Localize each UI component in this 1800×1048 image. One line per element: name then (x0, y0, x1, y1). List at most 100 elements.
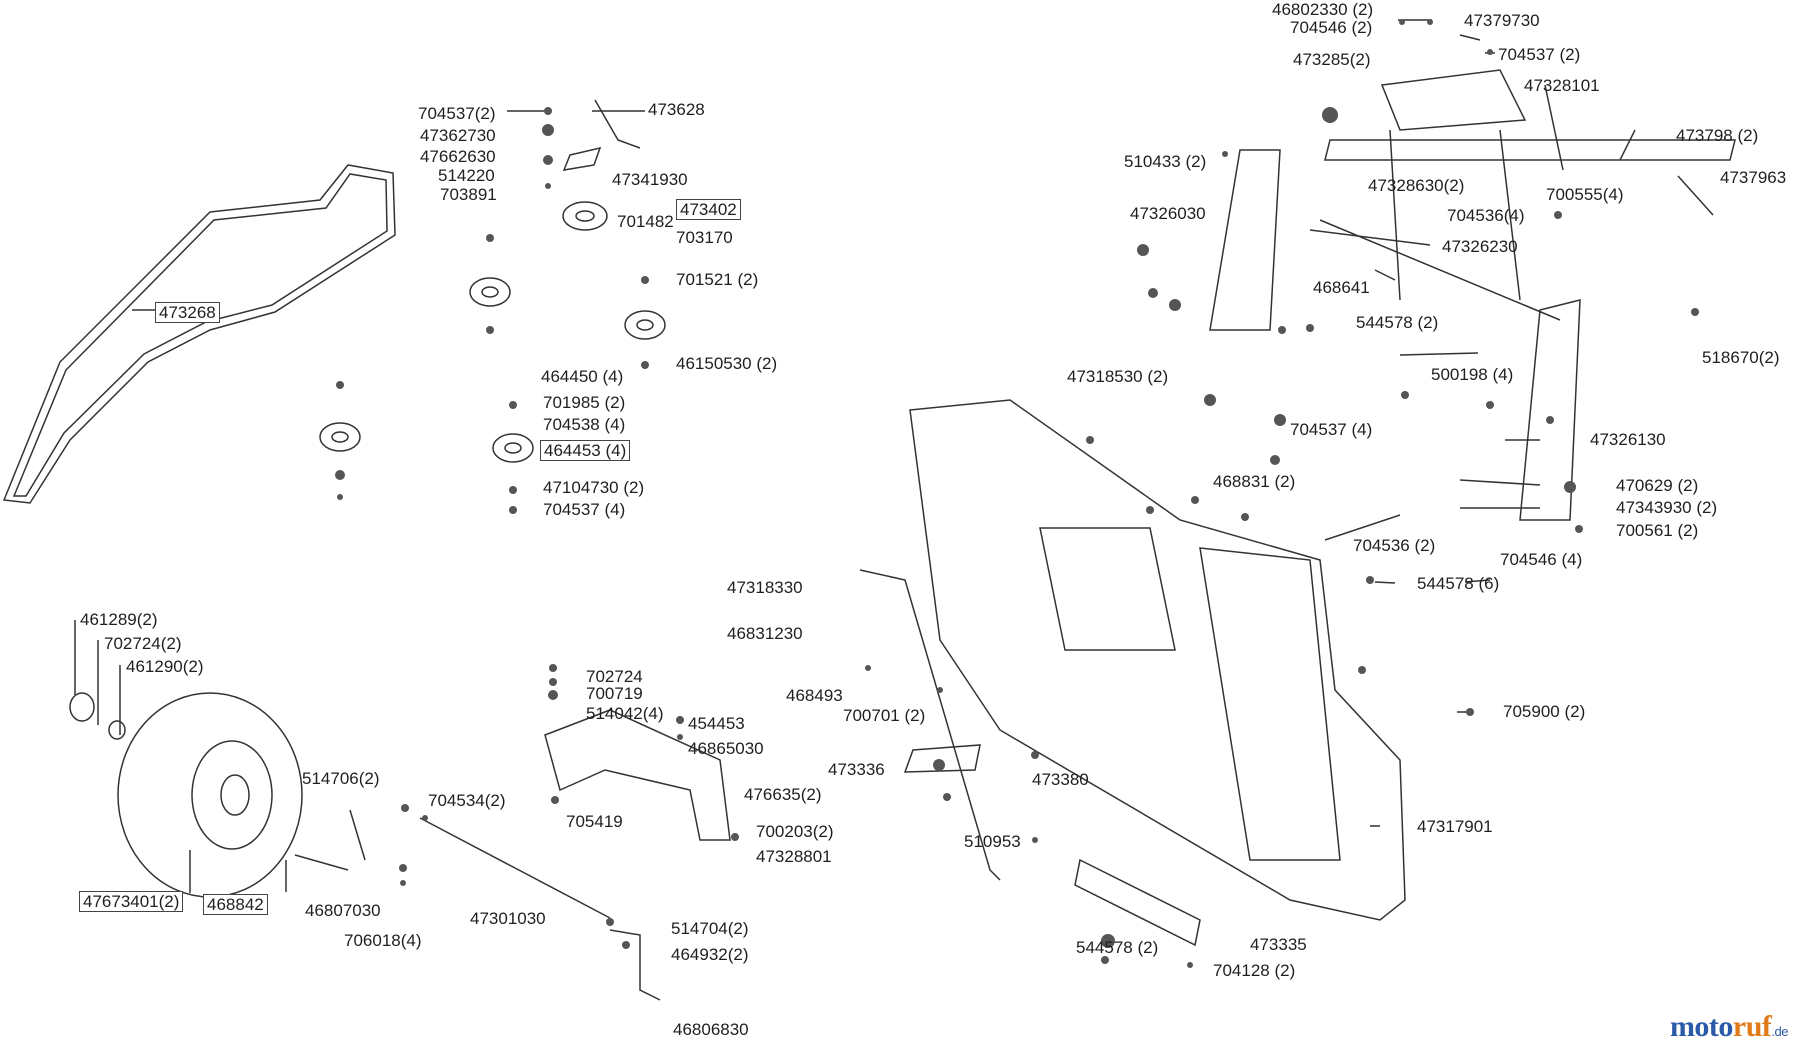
part-label: 518670(2) (1702, 348, 1780, 367)
tie-rod (419, 817, 611, 919)
part-label: 510433 (2) (1124, 152, 1207, 171)
axle-pin (294, 809, 366, 871)
part-label: 705419 (566, 812, 623, 831)
part-label: 514706(2) (302, 769, 380, 788)
lift-rod (859, 569, 1001, 881)
part-label: 47301030 (470, 909, 546, 928)
part-label: 704537 (4) (543, 500, 626, 519)
idler-pulley (492, 433, 534, 463)
part-label: 47662630 (420, 147, 496, 166)
part-label: 473380 (1032, 770, 1089, 789)
part-label: 47328630(2) (1368, 176, 1465, 195)
part-label: 47317901 (1417, 817, 1493, 836)
part-label: 476635(2) (744, 785, 822, 804)
part-label: 700561 (2) (1616, 521, 1699, 540)
lift-bracket (903, 744, 981, 773)
part-label: 702724 (586, 667, 643, 686)
part-label: 46865030 (688, 739, 764, 758)
part-label-boxed: 468842 (203, 894, 268, 915)
part-label: 544578 (6) (1417, 574, 1500, 593)
idler-arm (562, 146, 602, 171)
part-label: 704536(4) (1447, 206, 1525, 225)
part-label: 700701 (2) (843, 706, 926, 725)
part-label: 473335 (1250, 935, 1307, 954)
spindle (609, 929, 661, 1001)
part-label: 47104730 (2) (543, 478, 645, 497)
part-label: 473628 (648, 100, 705, 119)
handle-crossbar (1324, 139, 1736, 161)
part-label: 701482 (617, 212, 674, 231)
part-label: 704546 (4) (1500, 550, 1583, 569)
front-axle (544, 709, 731, 841)
part-label: 47326230 (1442, 237, 1518, 256)
part-label: 700719 (586, 684, 643, 703)
part-label: 704534(2) (428, 791, 506, 810)
wheel-rim (191, 740, 273, 850)
part-label: 46807030 (305, 901, 381, 920)
spring-473628 (594, 99, 641, 149)
part-label: 473285(2) (1293, 50, 1371, 69)
part-label: 464932(2) (671, 945, 749, 964)
part-label: 4737963 (1720, 168, 1787, 187)
part-label: 704537 (4) (1290, 420, 1373, 439)
part-label: 47362730 (420, 126, 496, 145)
part-label: 461290(2) (126, 657, 204, 676)
handle-tubes (1389, 129, 1521, 301)
part-label: 510953 (964, 832, 1021, 851)
part-label: 704537(2) (418, 104, 496, 123)
logo-text-ruf: ruf (1732, 1010, 1772, 1043)
drive-belt (2, 164, 396, 504)
part-label-boxed: 473402 (676, 199, 741, 220)
part-label: 46831230 (727, 624, 803, 643)
part-label: 705900 (2) (1503, 702, 1586, 721)
part-label: 514704(2) (671, 919, 749, 938)
idler-pulley (319, 422, 361, 452)
part-label: 47328101 (1524, 76, 1600, 95)
part-label: 47326030 (1130, 204, 1206, 223)
part-label: 454453 (688, 714, 745, 733)
watermark-logo: motoruf.de (1669, 1010, 1789, 1044)
part-label: 46802330 (2) (1272, 0, 1374, 19)
part-label: 47318330 (727, 578, 803, 597)
part-label: 706018(4) (344, 931, 422, 950)
part-label-boxed: 473268 (155, 302, 220, 323)
part-label: 47379730 (1464, 11, 1540, 30)
part-label: 46806830 (673, 1020, 749, 1039)
part-label: 544578 (2) (1356, 313, 1439, 332)
part-label: 704537 (2) (1498, 45, 1581, 64)
part-label: 47318530 (2) (1067, 367, 1169, 386)
part-label: 47326130 (1590, 430, 1666, 449)
part-label: 473798 (2) (1676, 126, 1759, 145)
right-bracket (1519, 299, 1581, 521)
part-label: 464450 (4) (541, 367, 624, 386)
deck-window (1039, 527, 1176, 651)
part-label: 468493 (786, 686, 843, 705)
part-label: 703891 (440, 185, 497, 204)
part-label: 702724(2) (104, 634, 182, 653)
part-label: 700203(2) (756, 822, 834, 841)
part-label: 704538 (4) (543, 415, 626, 434)
part-label: 468641 (1313, 278, 1370, 297)
logo-text-domain: .de (1771, 1024, 1788, 1039)
part-label-boxed: 464453 (4) (540, 440, 631, 461)
part-label: 47328801 (756, 847, 832, 866)
part-label: 514220 (438, 166, 495, 185)
part-label: 47343930 (2) (1616, 498, 1718, 517)
idler-pulley (469, 277, 511, 307)
part-label: 701521 (2) (676, 270, 759, 289)
part-label: 701985 (2) (543, 393, 626, 412)
deflector-473335 (1074, 858, 1201, 947)
part-label: 46150530 (2) (676, 354, 778, 373)
handle-bar (1380, 69, 1527, 131)
deck-side-panel (1199, 547, 1341, 861)
logo-text-moto: moto (1669, 1010, 1733, 1043)
part-label: 704546 (2) (1290, 18, 1373, 37)
part-label: 700555(4) (1546, 185, 1624, 204)
part-label: 47341930 (612, 170, 688, 189)
part-label: 468831 (2) (1213, 472, 1296, 491)
drive-belt-inner (12, 173, 388, 497)
rear-wheel (117, 692, 303, 898)
part-label: 461289(2) (80, 610, 158, 629)
